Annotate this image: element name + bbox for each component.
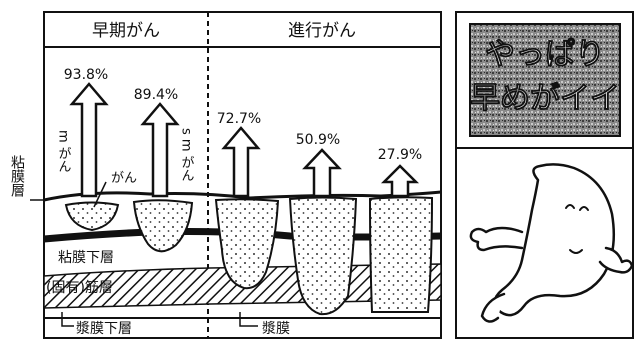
- advanced-cancer-header: 進行がん: [288, 21, 356, 41]
- subserosa-pointer: [61, 312, 74, 327]
- arrow-m: [69, 82, 109, 198]
- mucosa-surface: [43, 190, 442, 202]
- survival-rate-m: 93.8%: [64, 67, 108, 83]
- mascot-caption-box: [469, 23, 621, 137]
- mascot-face: [565, 204, 589, 254]
- survival-rate-adv-2: 50.9%: [296, 132, 340, 148]
- generic-cancer-label: がん: [111, 171, 137, 186]
- stomach-arm-right: [598, 246, 634, 274]
- survival-arrows: [69, 82, 420, 198]
- stomach-mascot: [469, 163, 634, 323]
- panel-frame: [43, 11, 442, 339]
- stomach-body: [493, 163, 615, 317]
- mascot-caption: やっぱり早めがイイ: [470, 37, 620, 116]
- tumor-m: [64, 201, 120, 232]
- stomach-leg: [480, 292, 506, 323]
- tumor-sm: [132, 199, 194, 253]
- sm-cancer-label: s m がん: [179, 128, 195, 182]
- arrow-adv-2: [302, 148, 342, 198]
- submucosa-label: 粘膜下層: [58, 250, 114, 266]
- diagram-panel: 早期がん 進行がん 93.8% 89.4% 72.7% 50.9% 27.9%: [9, 11, 442, 339]
- arrow-sm: [140, 102, 180, 198]
- tumor-advanced-3: [368, 196, 434, 313]
- subserosa-label: 漿膜下層: [76, 321, 132, 337]
- serosa-pointer: [239, 312, 258, 327]
- mascot-smile: [569, 249, 583, 254]
- mascot-panel: やっぱり早めがイイ: [455, 11, 634, 339]
- m-cancer-label: m がん: [56, 130, 72, 173]
- stomach-arm-left: [469, 226, 524, 252]
- mascot-eye-left: [565, 204, 575, 209]
- survival-rate-adv-1: 72.7%: [217, 111, 261, 127]
- mucosa-label: 粘膜層: [9, 155, 25, 198]
- arrow-adv-3: [380, 164, 420, 198]
- mascot-panel-frame: [455, 11, 634, 339]
- tumor-advanced-2: [288, 196, 358, 316]
- cancer-label-pointer: [93, 181, 107, 208]
- arrow-adv-1: [221, 126, 261, 198]
- survival-rate-sm: 89.4%: [134, 87, 178, 103]
- serosa-label: 漿膜: [262, 321, 290, 337]
- early-cancer-header: 早期がん: [92, 21, 160, 41]
- survival-rate-adv-3: 27.9%: [378, 147, 422, 163]
- mascot-eye-right: [579, 206, 589, 211]
- muscle-label: (固有)筋層: [46, 279, 113, 296]
- tumor-advanced-1: [214, 198, 280, 290]
